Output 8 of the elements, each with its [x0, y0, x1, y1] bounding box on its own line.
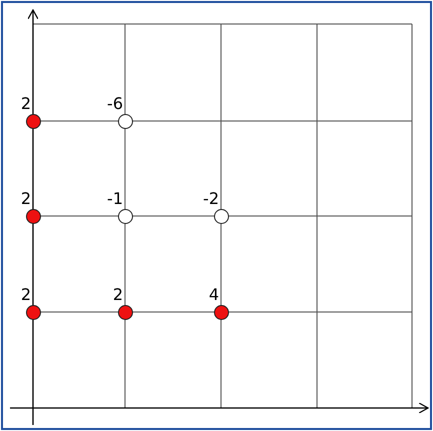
- value-label: 4: [208, 286, 219, 304]
- value-label: -2: [203, 190, 219, 208]
- value-label: 2: [20, 190, 31, 208]
- value-label: 2: [112, 286, 123, 304]
- value-label: 2: [20, 95, 31, 113]
- value-label: -6: [107, 95, 123, 113]
- value-label: -1: [107, 190, 123, 208]
- value-label: 2: [20, 286, 31, 304]
